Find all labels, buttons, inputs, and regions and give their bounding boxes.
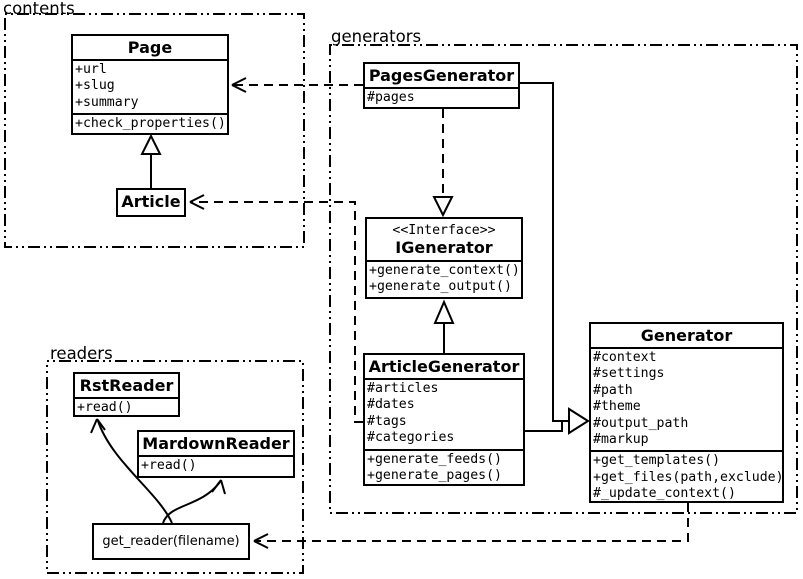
method-row: +read() xyxy=(77,400,133,415)
method-row: +read() xyxy=(141,458,197,473)
class-title: Article xyxy=(121,192,181,211)
open-arrowhead-icon xyxy=(253,533,269,549)
hollow-triangle-icon xyxy=(568,407,590,435)
class-box-pagesgenerator: PagesGenerator #pages xyxy=(363,62,520,109)
method-row: +generate_feeds() xyxy=(367,451,502,467)
method-row: +check_properties() xyxy=(75,116,226,132)
attribute-row: #dates xyxy=(367,397,415,413)
class-title: ArticleGenerator xyxy=(368,357,520,376)
class-box-articlegenerator: ArticleGenerator #articles #dates #tags … xyxy=(363,353,525,486)
attribute-row: #path xyxy=(593,382,633,398)
methods-compartment: +read() xyxy=(139,455,293,476)
attribute-row: #theme xyxy=(593,399,641,415)
package-border-contents xyxy=(4,13,305,248)
attribute-row: #markup xyxy=(593,432,649,448)
attributes-compartment: #pages xyxy=(365,87,518,107)
method-row: +generate_context() xyxy=(369,263,520,278)
class-title: RstReader xyxy=(79,376,174,395)
attribute-row: #categories xyxy=(367,430,455,446)
package-label-readers: readers xyxy=(50,344,113,363)
methods-compartment: +read() xyxy=(75,397,178,415)
class-box-igenerator: <<Interface>> IGenerator +generate_conte… xyxy=(365,217,523,299)
hollow-triangle-icon xyxy=(140,133,162,155)
hollow-triangle-icon xyxy=(433,299,455,324)
interface-stereotype: <<Interface>> xyxy=(392,223,496,238)
class-box-article: Article xyxy=(116,188,186,217)
method-row: +get_files(path,exclude) xyxy=(593,469,784,485)
attribute-row: +url xyxy=(75,62,107,77)
attributes-compartment: #articles #dates #tags #categories xyxy=(365,378,523,449)
class-box-page: Page +url +slug +summary +check_properti… xyxy=(71,34,229,135)
package-border-readers xyxy=(46,360,304,574)
method-row: +get_templates() xyxy=(593,453,721,469)
class-title: MardownReader xyxy=(142,434,290,453)
edge-articlegenerator-article xyxy=(192,201,363,423)
attribute-row: +summary xyxy=(75,94,139,110)
methods-compartment: +get_templates() +get_files(path,exclude… xyxy=(591,450,784,502)
method-row: +generate_output() xyxy=(369,279,512,295)
edge-articlegenerator-generator xyxy=(525,421,563,432)
class-title: PagesGenerator xyxy=(368,66,515,85)
attribute-row: #settings xyxy=(593,366,665,382)
class-box-mardownreader: MardownReader +read() xyxy=(137,430,295,478)
attribute-row: +slug xyxy=(75,78,115,94)
edge-getreader-rstreader xyxy=(97,420,173,524)
open-arrowhead-icon xyxy=(211,479,226,495)
package-border-generators xyxy=(329,44,798,514)
class-box-generator: Generator #context #settings #path #them… xyxy=(589,322,784,503)
edge-generator-getreader xyxy=(256,503,689,542)
attributes-compartment: #context #settings #path #theme #output_… xyxy=(591,347,782,450)
attributes-compartment: +url +slug +summary xyxy=(73,59,227,113)
methods-compartment: +generate_feeds() +generate_pages() xyxy=(365,448,523,484)
package-label-generators: generators xyxy=(331,27,422,46)
class-title: Page xyxy=(127,38,173,57)
attribute-row: #articles xyxy=(367,381,439,396)
class-box-rstreader: RstReader +read() xyxy=(73,372,180,417)
attribute-row: #context xyxy=(593,350,657,365)
function-label: get_reader(filename) xyxy=(102,534,240,549)
attribute-row: #output_path xyxy=(593,415,689,431)
method-row: #_update_context() xyxy=(593,486,736,502)
methods-compartment: +generate_context() +generate_output() xyxy=(367,260,521,297)
function-box-get-reader: get_reader(filename) xyxy=(92,523,250,560)
attribute-row: #pages xyxy=(367,90,415,105)
package-label-contents: contents xyxy=(3,0,75,18)
edge-getreader-mardownreader xyxy=(162,481,221,524)
open-arrowhead-icon xyxy=(231,77,247,93)
hollow-triangle-icon xyxy=(432,196,454,218)
open-arrowhead-icon xyxy=(90,418,106,434)
class-title: Generator xyxy=(640,326,733,345)
open-arrowhead-icon xyxy=(189,194,205,210)
methods-compartment: +check_properties() xyxy=(73,113,227,133)
attribute-row: #tags xyxy=(367,413,407,429)
class-title: IGenerator xyxy=(395,238,493,257)
method-row: +generate_pages() xyxy=(367,468,502,484)
edge-pagesgenerator-generator xyxy=(520,82,569,422)
